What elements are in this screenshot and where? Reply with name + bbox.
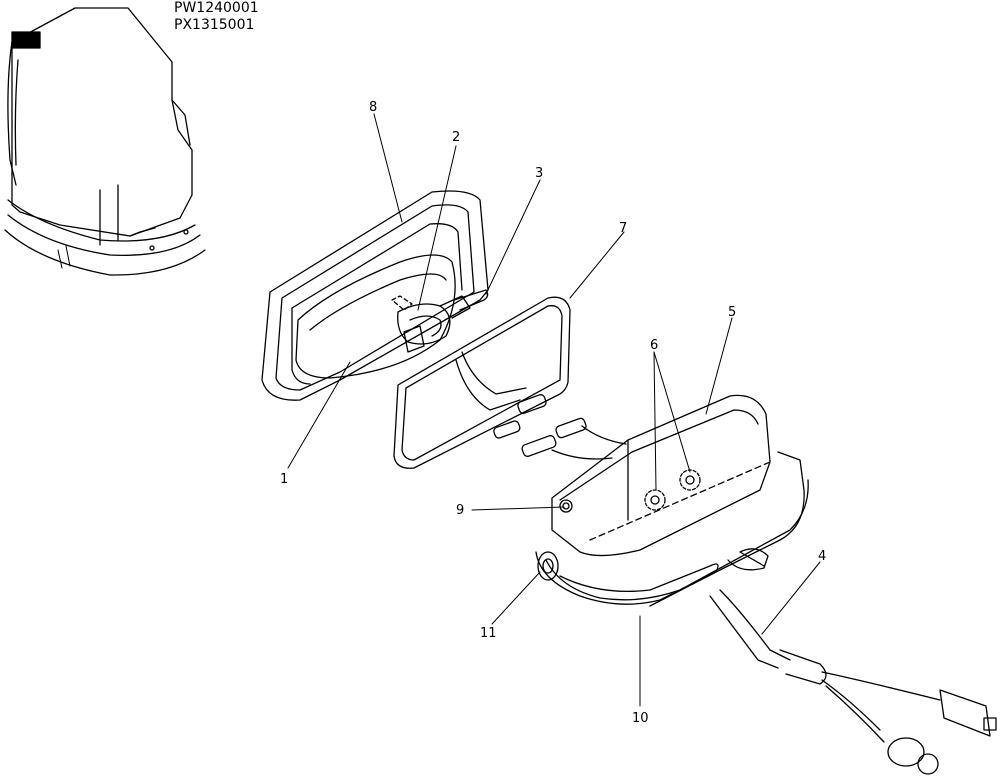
callout-11: 11 — [480, 626, 497, 641]
callout-2: 2 — [452, 130, 460, 145]
callout-1: 1 — [280, 472, 288, 487]
callout-5: 5 — [728, 305, 736, 320]
leader-4 — [761, 561, 821, 635]
leader-11 — [491, 571, 541, 625]
callout-7: 7 — [619, 221, 627, 236]
cab-dark-block — [11, 31, 41, 49]
leader-lines — [287, 113, 821, 707]
cable-harness — [709, 589, 997, 775]
callout-10: 10 — [632, 711, 649, 726]
leader-6b — [653, 351, 691, 473]
leader-6a — [653, 351, 657, 491]
leader-7 — [569, 231, 625, 299]
callout-3: 3 — [535, 166, 543, 181]
callout-9: 9 — [456, 503, 464, 518]
bulb-and-clip — [391, 289, 489, 353]
callout-8: 8 — [369, 100, 377, 115]
leader-8 — [373, 113, 403, 223]
lamp-body — [551, 394, 771, 557]
callout-labels: 1 2 3 4 5 6 7 8 9 10 11 — [280, 100, 826, 726]
callout-4: 4 — [818, 549, 826, 564]
leader-9 — [471, 506, 565, 511]
callout-6: 6 — [650, 338, 658, 353]
leader-1 — [287, 361, 351, 469]
model-code-2: PX1315001 — [174, 17, 255, 33]
model-code-1: PW1240001 — [174, 0, 259, 16]
leader-2 — [417, 145, 457, 311]
lamp-lens — [295, 254, 456, 379]
gasket-seal — [393, 296, 571, 469]
leader-3 — [485, 179, 541, 295]
mounting-bracket — [535, 451, 809, 607]
bulb-connectors — [455, 351, 627, 460]
cab-thumbnail — [4, 7, 206, 276]
leader-5 — [705, 317, 733, 415]
lamp-housing-frame — [261, 190, 489, 401]
adjuster-knob — [537, 551, 559, 581]
